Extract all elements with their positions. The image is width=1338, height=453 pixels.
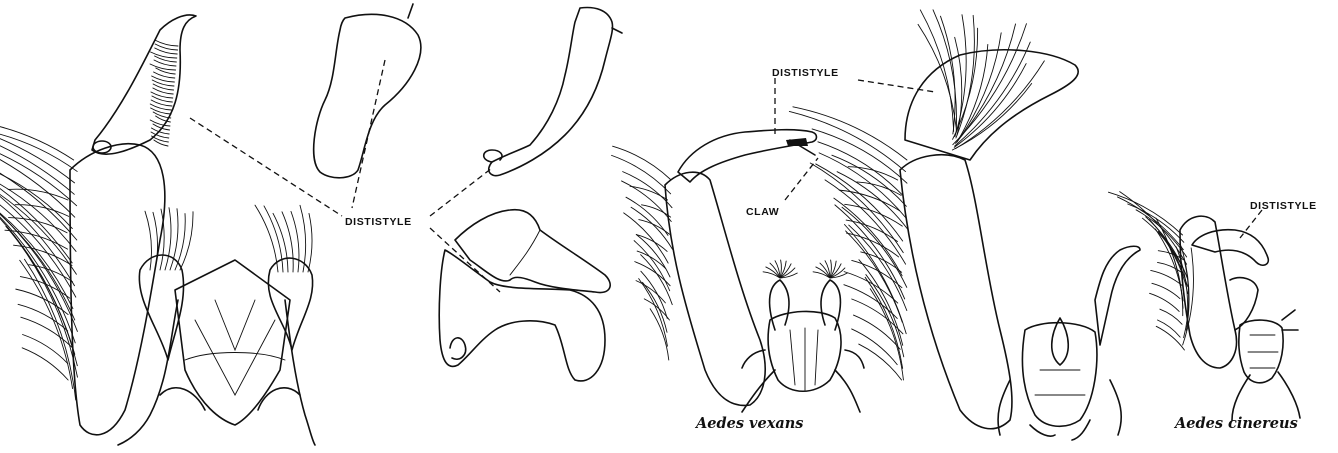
dististyle-label-cinereus: DISTISTYLE [1250, 200, 1317, 212]
aedes-cinereus-figure [1108, 192, 1300, 420]
dististyle-label-vexans: DISTISTYLE [772, 67, 839, 79]
vexans-claw [786, 138, 808, 146]
right-aedeagus [1022, 323, 1096, 427]
vexans-setae [612, 146, 673, 360]
left-genitalia-figure [0, 15, 315, 445]
vexans-dististyle [678, 130, 817, 182]
dististyle-label-main: DISTISTYLE [345, 216, 412, 228]
left-arm-right [285, 300, 315, 445]
right-genitalia-figure [789, 10, 1140, 440]
left-basistyle [70, 144, 165, 435]
right-setae [789, 10, 1044, 380]
cinereus-aedeagus [1239, 320, 1283, 383]
cinereus-dististyle [1192, 230, 1268, 266]
left-setae [0, 119, 77, 400]
claw-label: CLAW [746, 206, 779, 218]
vexans-tufts [763, 260, 847, 278]
aedes-vexans-figure [612, 130, 864, 412]
caption-aedes-vexans: Aedes vexans [694, 415, 803, 432]
dististyle-outline-1 [314, 4, 421, 178]
dististyle-outline-3 [439, 210, 610, 381]
left-lobe-hairs [145, 205, 312, 272]
caption-aedes-cinereus: Aedes cinereus [1173, 415, 1298, 432]
cinereus-setae [1108, 192, 1193, 350]
dististyle-leader-lines [190, 60, 500, 292]
right-basistyle [900, 155, 1012, 429]
vexans-aedeagus [768, 311, 841, 391]
cinereus-dististyle-leader [1240, 210, 1262, 238]
left-arm-left [118, 300, 178, 445]
right-dististyle [905, 50, 1078, 160]
left-dististyle-hatching [150, 40, 178, 146]
left-aedeagus [175, 260, 290, 425]
dististyle-outline-2 [484, 8, 622, 176]
left-dististyle [92, 15, 196, 154]
